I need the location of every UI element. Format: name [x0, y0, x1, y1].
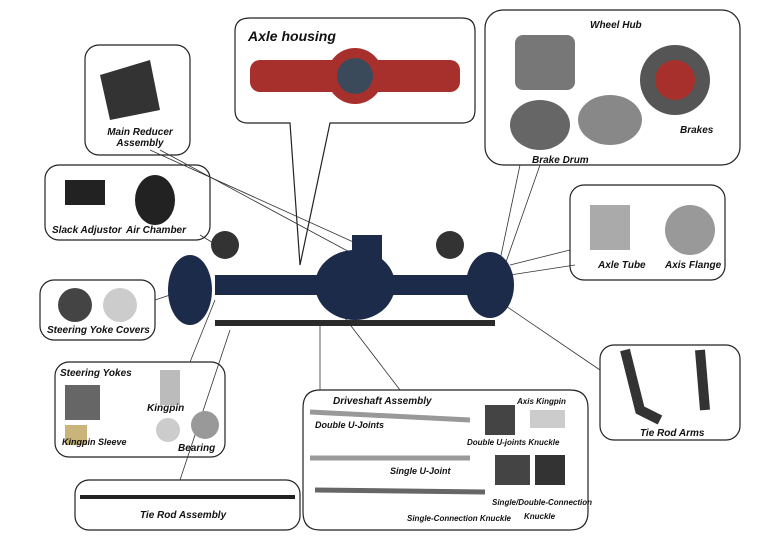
axle-assembly-image: [168, 231, 514, 326]
label-axis-kingpin: Axis Kingpin: [517, 397, 566, 406]
label-single-u-joint: Single U-Joint: [390, 466, 451, 476]
leader-lines: [149, 149, 601, 481]
label-air-chamber: Air Chamber: [126, 225, 187, 236]
label-axle-tube: Axle Tube: [598, 260, 646, 271]
callout-tie-rod-arms: [599, 344, 741, 441]
label-steering-yokes: Steering Yokes: [60, 368, 132, 379]
label-brake-drum: Brake Drum: [532, 155, 589, 166]
label-sdc-knuckle-line1: Single/Double-Connection: [492, 498, 592, 507]
callout-tie-rod-assembly: [74, 479, 301, 531]
label-double-u-joints: Double U-Joints: [315, 420, 384, 430]
label-tie-rod-arms: Tie Rod Arms: [640, 428, 705, 439]
label-kingpin: Kingpin: [147, 403, 185, 414]
label-sdc-knuckle-line2: Knuckle: [523, 512, 556, 521]
label-slack-adjustor: Slack Adjustor: [52, 225, 122, 236]
label-single-connection-knuckle: Single-Connection Knuckle: [407, 514, 512, 523]
label-main-reducer-line1: Main Reducer: [107, 127, 173, 138]
label-axle-housing: Axle housing: [248, 28, 336, 44]
part-images: [58, 35, 715, 499]
label-kingpin-sleeve: Kingpin Sleeve: [62, 437, 127, 447]
label-bearing: Bearing: [178, 443, 216, 454]
label-driveshaft-assembly: Driveshaft Assembly: [333, 396, 432, 407]
label-axis-flange: Axis Flange: [665, 260, 722, 271]
label-brakes: Brakes: [680, 125, 714, 136]
label-wheel-hub: Wheel Hub: [590, 20, 642, 31]
label-tie-rod-assembly: Tie Rod Assembly: [140, 510, 227, 521]
label-steering-yoke-covers: Steering Yoke Covers: [47, 325, 150, 336]
label-double-u-joints-knuckle: Double U-joints Knuckle: [467, 438, 560, 447]
label-main-reducer-line2: Assembly: [116, 138, 164, 149]
